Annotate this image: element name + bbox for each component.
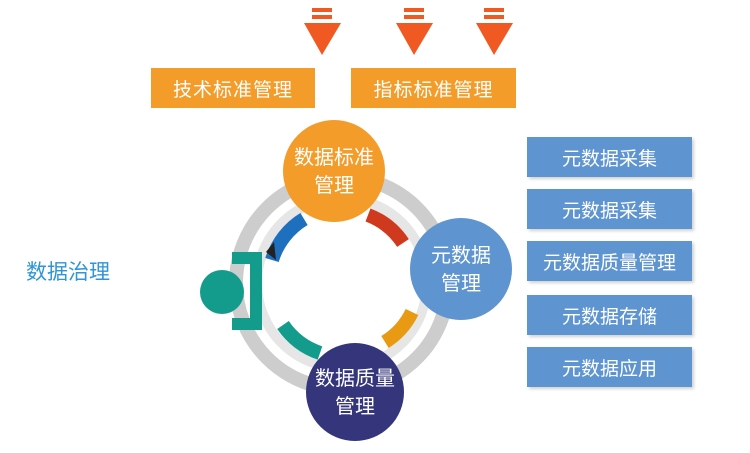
indicator-standards-box: 指标标准管理	[351, 68, 516, 108]
metadata-list-item: 元数据质量管理	[527, 241, 692, 281]
circle-line: 管理	[335, 394, 375, 418]
data-governance-title: 数据治理	[26, 260, 110, 284]
circle-line: 管理	[314, 173, 354, 197]
circle-line: 数据标准	[294, 145, 374, 169]
data-quality-circle: 数据质量 管理	[306, 343, 404, 441]
down-arrow-icon	[396, 8, 433, 55]
down-arrows	[304, 8, 513, 55]
metadata-circle: 元数据 管理	[410, 218, 512, 320]
metadata-list-item: 元数据应用	[527, 347, 692, 387]
metadata-list-item: 元数据采集	[527, 189, 692, 229]
circle-line: 数据质量	[315, 366, 395, 390]
down-arrow-icon	[476, 8, 513, 55]
data-standards-circle: 数据标准 管理	[283, 120, 385, 222]
down-arrow-icon	[304, 8, 341, 55]
metadata-list-item: 元数据采集	[527, 137, 692, 177]
technical-standards-box: 技术标准管理	[151, 68, 315, 108]
circle-line: 元数据	[431, 243, 491, 267]
circle-line: 管理	[441, 271, 481, 295]
metadata-list-item: 元数据存储	[527, 295, 692, 335]
